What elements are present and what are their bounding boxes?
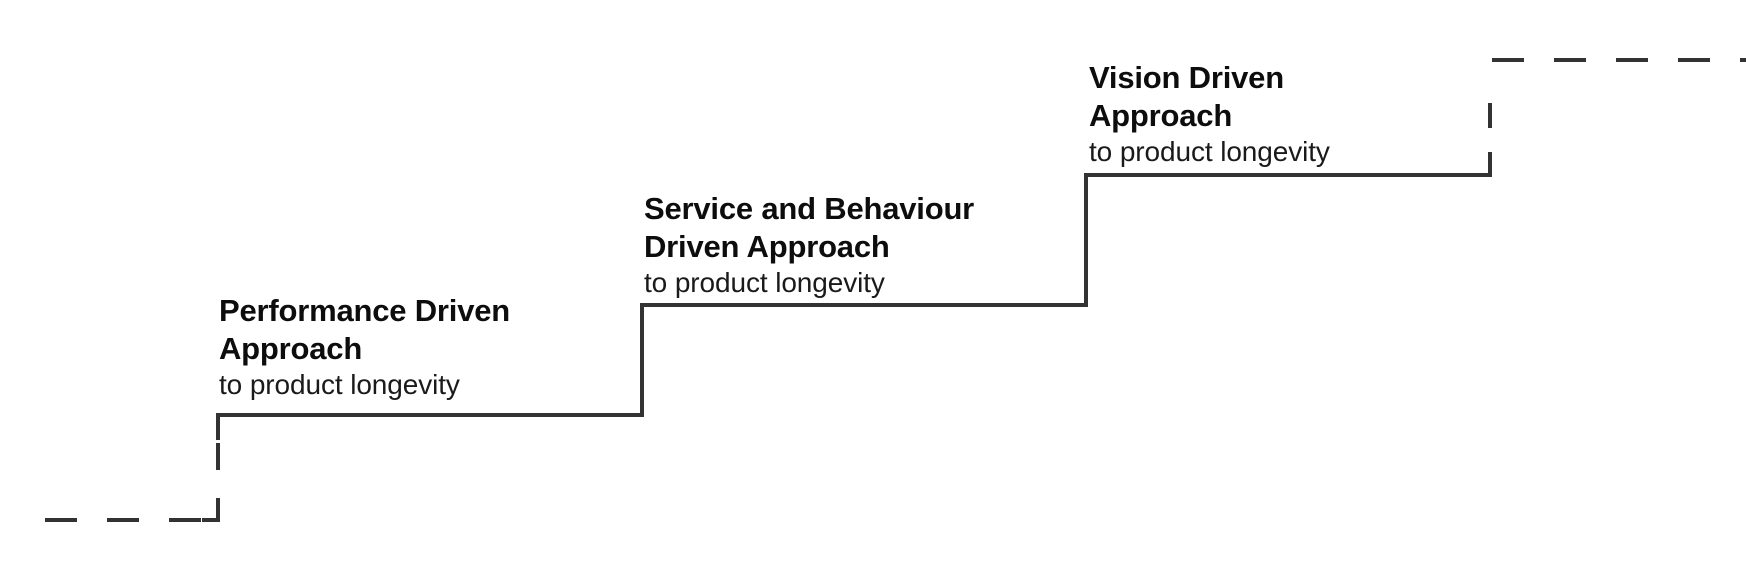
step-title-line-1: Vision Driven [1089,60,1284,95]
step-title-performance: Performance Driven Approach [219,295,510,364]
step-label-service-behaviour: Service and Behaviour Driven Approach to… [644,193,974,297]
step-subtitle-service-behaviour: to product longevity [644,267,885,298]
step-label-performance: Performance Driven Approach to product l… [219,295,510,399]
step-title-service-behaviour: Service and Behaviour Driven Approach [644,193,974,262]
step-subtitle-performance: to product longevity [219,369,460,400]
step-title-line-1: Service and Behaviour [644,191,975,226]
lead-in-corner-elbow [202,498,220,522]
step-title-line-2: Driven Approach [644,229,890,264]
step-label-vision: Vision Driven Approach to product longev… [1089,62,1330,166]
step-subtitle-vision: to product longevity [1089,136,1330,167]
step-title-line-2: Approach [1089,98,1233,133]
step-title-line-2: Approach [219,331,363,366]
step-title-vision: Vision Driven Approach [1089,62,1330,131]
staircase-solid-path [216,152,1492,440]
step-title-line-1: Performance Driven [219,293,511,328]
